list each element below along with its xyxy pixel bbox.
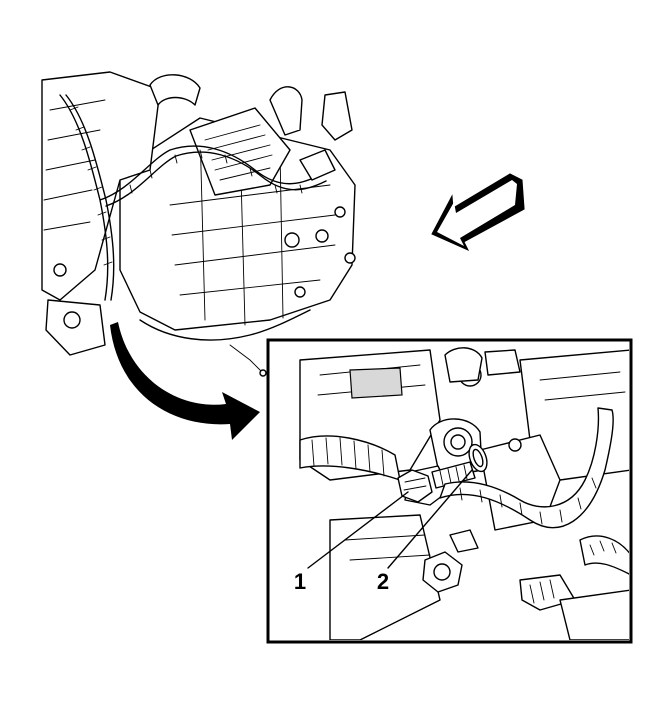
callout-label-2: 2 (377, 569, 389, 594)
direction-of-view-arrow-icon (431, 173, 525, 252)
engine-overview (41, 71, 356, 377)
valve-body (189, 107, 291, 196)
callout-part-2-seal (468, 443, 488, 473)
zoom-detail-arrow-icon (110, 322, 260, 440)
lower-fitting (422, 529, 479, 593)
transmission-case (119, 117, 356, 331)
detail-inset: 1 2 (266, 338, 633, 644)
leader-line-2 (387, 469, 473, 569)
leader-line-1 (307, 491, 409, 569)
wiring-harness (59, 94, 321, 301)
engine-block (41, 71, 161, 301)
callout-label-1: 1 (294, 569, 306, 594)
cooler-hose (439, 407, 614, 529)
